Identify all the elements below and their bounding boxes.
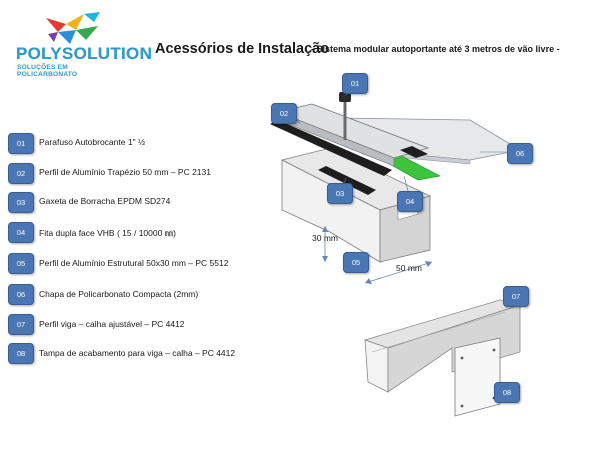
legend-badge-06: 06 xyxy=(8,284,34,305)
dimension-height: 30 mm xyxy=(312,233,338,243)
rubber-gasket xyxy=(270,120,392,176)
legend-badge-04: 04 xyxy=(8,222,34,243)
logo-subtitle: SOLUÇÕES EM POLICARBONATO xyxy=(17,64,78,78)
legend-badge-02: 02 xyxy=(8,163,34,184)
legend-text-04: Fita dupla face VHB ( 15 / 10000 ㎜) xyxy=(39,228,177,238)
callout-01: 01 xyxy=(342,73,368,94)
callout-07: 07 xyxy=(503,286,529,307)
logo: POLYSOLUTION SOLUÇÕES EM POLICARBONATO xyxy=(14,10,152,78)
legend-badge-07: 07 xyxy=(8,314,34,335)
callout-03: 03 xyxy=(327,183,353,204)
legend-text-08: Tampa de acabamento para viga – calha – … xyxy=(39,348,236,358)
end-cap xyxy=(454,337,501,417)
callout-05: 05 xyxy=(343,252,369,273)
dimension-width: 50 mm xyxy=(396,263,422,273)
legend-text-02: Perfil de Alumínio Trapézio 50 mm – PC 2… xyxy=(39,167,211,177)
legend-badge-03: 03 xyxy=(8,192,34,213)
legend-badge-08: 08 xyxy=(8,343,34,364)
callout-02: 02 xyxy=(271,103,297,124)
legend-badge-05: 05 xyxy=(8,253,34,274)
logo-title: POLYSOLUTION xyxy=(16,44,153,63)
legend-text-03: Gaxeta de Borracha EPDM SD274 xyxy=(39,196,171,206)
legend-badge-01: 01 xyxy=(8,133,34,154)
callout-08: 08 xyxy=(494,382,520,403)
callout-06: 06 xyxy=(507,143,533,164)
legend-text-06: Chapa de Policarbonato Compacta (2mm) xyxy=(39,289,199,299)
legend-text-05: Perfil de Alumínio Estrutural 50x30 mm –… xyxy=(39,258,229,268)
page-subtitle: - Sistema modular autoportante até 3 met… xyxy=(311,44,560,54)
logo-mark-icon xyxy=(46,12,100,44)
page-title: Acessórios de Instalação xyxy=(155,41,330,57)
callout-04: 04 xyxy=(397,191,423,212)
screw-head xyxy=(339,92,351,102)
legend-text-07: Perfil viga – calha ajustável – PC 4412 xyxy=(39,319,185,329)
legend-text-01: Parafuso Autobrocante 1" ½ xyxy=(39,137,146,147)
